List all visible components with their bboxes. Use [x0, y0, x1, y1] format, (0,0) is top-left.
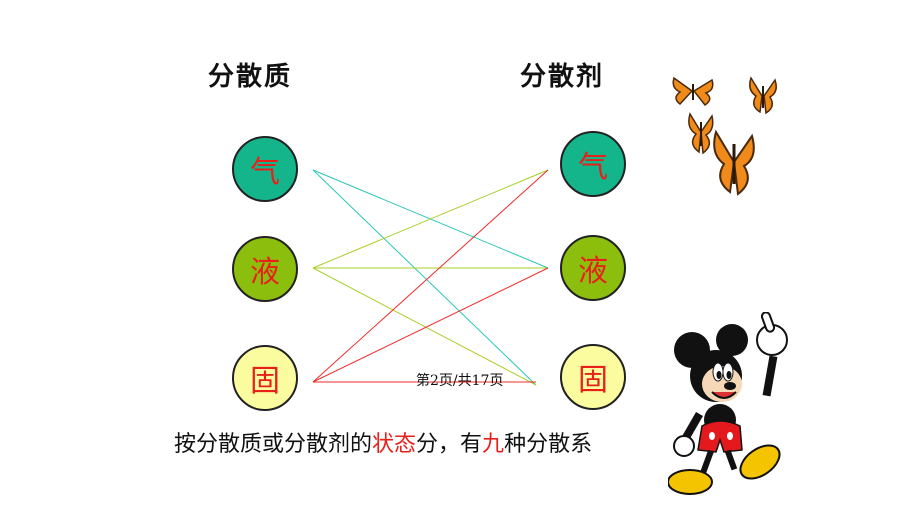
solvent-heading: 分散剂: [520, 62, 605, 92]
line-solid-gas: [312, 169, 549, 383]
butterfly-icon: [713, 129, 755, 196]
caption-highlight-state: 状态: [372, 432, 417, 457]
solute-liquid-node: 液: [232, 236, 298, 302]
butterfly-icon: [672, 76, 714, 107]
butterfly-icon: [688, 112, 714, 155]
butterfly-icon: [749, 76, 777, 115]
solvent-solid-node: 固: [560, 344, 626, 410]
line-liquid-solid: [312, 267, 537, 386]
solvent-gas-node: 气: [560, 131, 626, 197]
solvent-liquid-node: 液: [560, 235, 626, 301]
line-gas-solid: [312, 169, 537, 386]
caption-part2: 分，有: [416, 432, 483, 457]
solute-heading: 分散质: [208, 62, 293, 92]
line-solid-liquid: [312, 267, 549, 383]
solute-solid-node: 固: [232, 345, 298, 411]
caption-highlight-nine: 九: [482, 432, 505, 457]
solute-gas-node: 气: [232, 136, 298, 202]
caption-text: 按分散质或分散剂的状态分，有九种分散系: [174, 426, 592, 458]
page-number: 第2页/共17页: [416, 373, 504, 389]
mickey-mouse-figure: [668, 312, 788, 495]
caption-part1: 按分散质或分散剂的: [174, 432, 373, 457]
caption-part3: 种分散系: [504, 432, 593, 457]
line-liquid-gas: [312, 169, 549, 269]
